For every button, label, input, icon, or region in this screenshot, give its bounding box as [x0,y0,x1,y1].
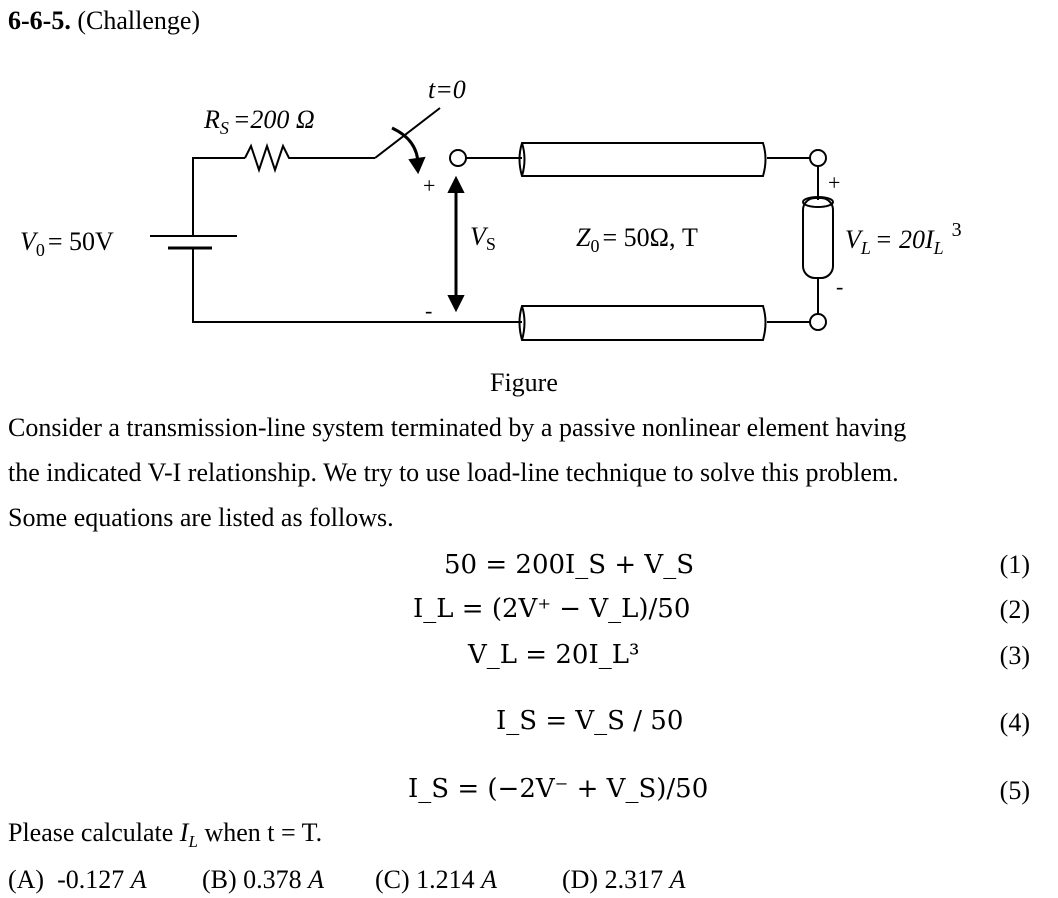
equation-4: I_S = V_S / 50 [496,706,684,736]
equation-number: (2) [999,595,1030,624]
vl-label: VL= 20IL3 [845,219,962,258]
equation-number: (4) [999,708,1030,737]
tline-bottom [518,305,767,341]
vs-label: VS [470,222,496,254]
choice-b: (B) 0.378 A [202,865,325,894]
circuit-diagram: t=0 RS=200 Ω V0= 50V + - VS Z0= 50Ω, T +… [20,75,962,341]
question: Please calculate IL when t = T. [8,818,323,852]
wire-left [192,157,245,236]
paragraph-line: Some equations are listed as follows. [8,503,394,532]
tline-top [518,142,767,177]
vl-minus: - [836,274,843,299]
problem-number: 6-6-5. [8,6,71,35]
vl-plus: + [828,170,840,195]
choice-a: (A) -0.127 A [8,865,147,894]
equation-5: I_S = (−2V⁻ + V_S)/50 [408,774,709,804]
problem-header: 6-6-5. (Challenge) [8,8,200,34]
resistor [244,142,375,174]
z0-label: Z0= 50Ω, T [576,223,698,256]
switch-label: t=0 [428,75,466,104]
equation-number: (1) [999,550,1030,579]
vs-plus: + [423,173,435,198]
vs-minus: - [425,298,432,323]
nonlinear-load [802,197,834,279]
switch [374,107,441,159]
paragraph-line: Consider a transmission-line system term… [8,413,907,442]
problem-tag: (Challenge) [77,6,201,35]
equation-1: 50 = 200I_S + V_S [444,550,695,580]
rs-label: RS=200 Ω [203,105,315,138]
terminal-load-top [809,149,827,167]
terminal-load-bottom [809,313,827,331]
equation-2: I_L = (2V⁺ − V_L)/50 [413,594,691,624]
v0-label: V0= 50V [20,227,114,260]
wire-bottom [192,248,522,323]
choice-c: (C) 1.214 A [375,865,498,894]
paragraph-line: the indicated V-I relationship. We try t… [8,458,899,487]
choice-d: (D) 2.317 A [562,865,686,894]
equation-number: (3) [999,641,1030,670]
equation-3: V_L = 20I_L³ [468,640,640,670]
equation-number: (5) [999,776,1030,805]
terminal-source-top [449,149,467,167]
figure-caption: Figure [490,368,558,397]
